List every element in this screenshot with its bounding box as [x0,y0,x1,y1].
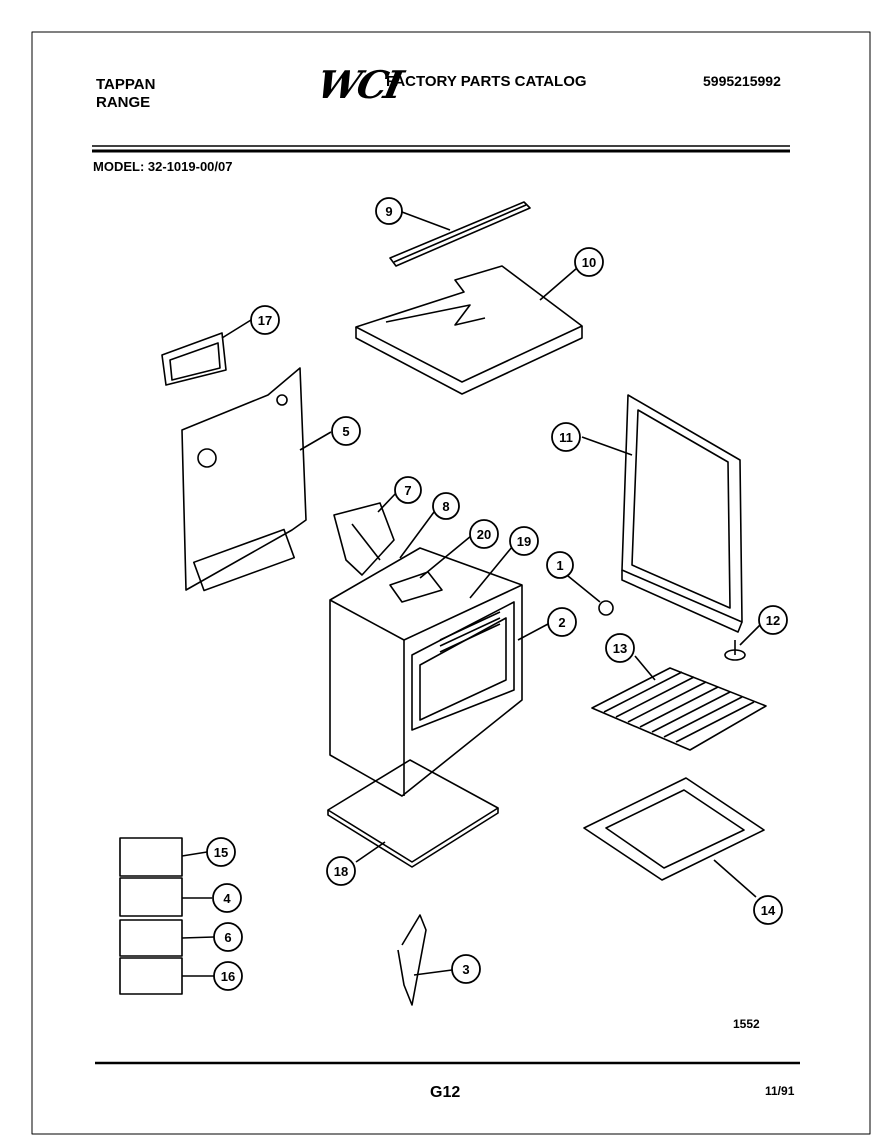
callout-19-label: 19 [517,534,531,549]
callout-19: 19 [509,526,539,556]
leader-7 [377,491,398,513]
callout-7: 7 [394,476,422,504]
callout-12-label: 12 [766,613,780,628]
part-16-box [119,957,183,995]
part-1-knob [598,600,614,616]
leader-12 [739,624,761,646]
leader-10 [539,267,578,301]
callout-14: 14 [753,895,783,925]
page-code: G12 [430,1084,461,1101]
leader-8 [399,511,435,559]
part-17-bracket [161,332,227,386]
diagram-code: 1552 [733,1017,760,1031]
catalog-number: 5995215992 [703,73,781,89]
page-border [31,31,871,1135]
callout-20: 20 [469,519,499,549]
callout-11: 11 [551,422,581,452]
callout-12: 12 [758,605,788,635]
callout-1-label: 1 [556,558,563,573]
leader-18 [355,841,386,863]
part-5-back-panel [181,367,307,592]
leader-19 [469,546,513,599]
revision-date: 11/91 [765,1084,795,1098]
callout-18: 18 [326,856,356,886]
leader-11 [581,436,633,456]
callout-9: 9 [375,197,403,225]
callout-2-label: 2 [558,615,565,630]
callout-16-label: 16 [221,969,235,984]
callout-4-label: 4 [223,891,231,906]
model-number: 32-1019-00/07 [147,159,233,174]
callout-13-label: 13 [613,641,627,656]
callout-10: 10 [574,247,604,277]
callout-3-label: 3 [462,962,469,977]
callout-18-label: 18 [334,864,348,879]
callout-20-label: 20 [477,527,491,542]
model-line: MODEL: 32-1019-00/07 [93,159,232,174]
callout-6: 6 [213,922,243,952]
part-20-burner-plate [389,571,443,603]
part-15-box [119,837,183,877]
part-14-broiler-pan [583,777,765,881]
leader-17 [221,319,252,339]
callout-8-label: 8 [442,499,449,514]
leader-14 [713,859,757,898]
part-7-vent-duct [333,502,395,576]
product-type: RANGE [96,94,151,111]
leader-5 [299,431,332,451]
callout-3: 3 [451,954,481,984]
leader-2 [517,623,549,641]
part-10-top-panel [355,265,583,395]
part-6-box [119,919,183,957]
callout-2: 2 [547,607,577,637]
leader-20 [419,535,472,579]
callout-13: 13 [605,633,635,663]
callout-5-label: 5 [342,424,349,439]
part-13-rack [591,667,767,751]
callout-9-label: 9 [385,204,392,219]
brand-name: TAPPAN [96,76,156,93]
leader-15 [181,851,208,857]
part-12-leveler [724,640,746,661]
leader-3 [413,969,453,976]
callout-17-label: 17 [258,313,272,328]
callout-4: 4 [212,883,242,913]
callout-14-label: 14 [761,903,776,918]
callout-15: 15 [206,837,236,867]
callout-5: 5 [331,416,361,446]
oven-body [329,547,523,797]
callout-1: 1 [546,551,574,579]
callout-8: 8 [432,492,460,520]
callout-11-label: 11 [559,430,573,445]
callout-10-label: 10 [582,255,596,270]
part-11-side-panel [621,394,743,633]
callout-16: 16 [213,961,243,991]
brand-block: TAPPAN RANGE [96,76,155,112]
callout-7-label: 7 [404,483,411,498]
leader-9 [401,211,451,231]
part-9-rail [389,201,531,267]
catalog-title: FACTORY PARTS CATALOG [386,73,587,90]
leader-13 [634,655,656,681]
leader-1 [567,575,601,603]
callout-15-label: 15 [214,845,228,860]
part-18-bottom-pan [327,759,499,868]
leader-6 [181,936,215,939]
model-label: MODEL: [93,159,145,174]
callout-17: 17 [250,305,280,335]
callout-6-label: 6 [224,930,231,945]
part-4-box [119,877,183,917]
part-3-clip [397,914,427,1006]
